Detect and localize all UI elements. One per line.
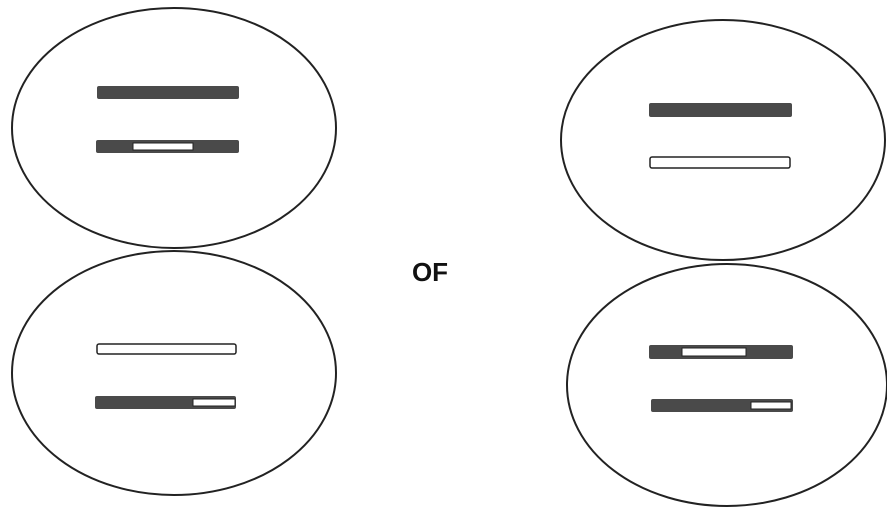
- bottom-left-cell: [11, 250, 337, 496]
- bar-light-segment: [681, 347, 747, 357]
- bar-light-segment: [96, 343, 237, 355]
- bar-dark-segment: [649, 103, 792, 117]
- bar-light-segment: [649, 156, 791, 169]
- cell-outline: [11, 250, 337, 496]
- bottom-right-cell: [566, 263, 887, 507]
- cell-outline: [560, 19, 886, 261]
- bar-light-segment: [192, 398, 236, 407]
- bar-light-segment: [750, 401, 792, 410]
- cell-outline: [566, 263, 887, 507]
- connector-label: OF: [411, 257, 449, 287]
- top-right-cell: [560, 19, 886, 261]
- top-left-cell: [11, 7, 337, 249]
- cell-outline: [11, 7, 337, 249]
- bar-light-segment: [132, 142, 194, 151]
- left-pair: [11, 7, 337, 496]
- bar-dark-segment: [97, 86, 239, 99]
- right-pair: [560, 19, 887, 507]
